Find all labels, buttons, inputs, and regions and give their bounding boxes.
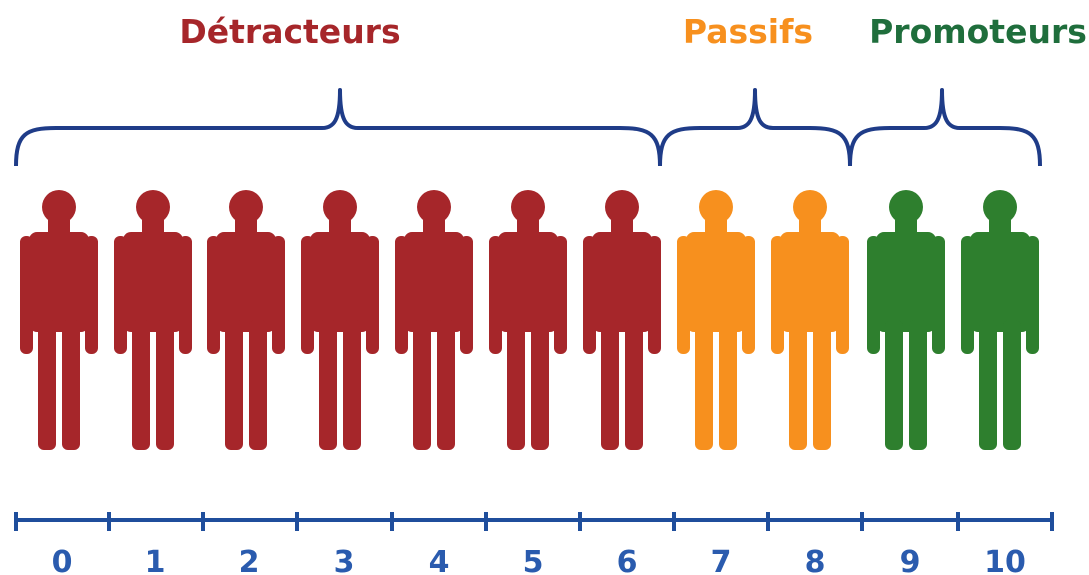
person-icon-detractor-4 [395,190,473,450]
person-icon-detractor-0 [20,190,98,450]
person-icon-detractor-5 [489,190,567,450]
scale-label-1: 1 [145,545,166,575]
promoters-bracket [848,88,1042,167]
group-brackets [14,88,1042,167]
promoters-label: Promoteurs [869,12,1087,51]
scale-label-10: 10 [984,545,1026,575]
scale-label-8: 8 [805,545,826,575]
person-icon-passive-7 [677,190,755,450]
scale-label-0: 0 [52,545,73,575]
scale-label-7: 7 [711,545,732,575]
scale-label-2: 2 [239,545,260,575]
person-icon-passive-8 [771,190,849,450]
person-icon-detractor-1 [114,190,192,450]
person-icon-promoter-9 [867,190,945,450]
scale-axis: 0 1 2 3 4 5 6 7 8 9 10 [14,512,1054,575]
detractors-bracket [14,88,662,167]
scale-label-3: 3 [334,545,355,575]
person-icon-promoter-10 [961,190,1039,450]
detractors-label: Détracteurs [179,12,401,51]
scale-label-4: 4 [429,545,450,575]
person-icon-detractor-6 [583,190,661,450]
passives-label: Passifs [682,12,814,51]
scale-label-5: 5 [523,545,544,575]
person-icon-detractor-2 [207,190,285,450]
scale-label-6: 6 [617,545,638,575]
passives-bracket [658,88,852,167]
person-icon-detractor-3 [301,190,379,450]
people-row [20,190,1039,450]
scale-label-9: 9 [900,545,921,575]
